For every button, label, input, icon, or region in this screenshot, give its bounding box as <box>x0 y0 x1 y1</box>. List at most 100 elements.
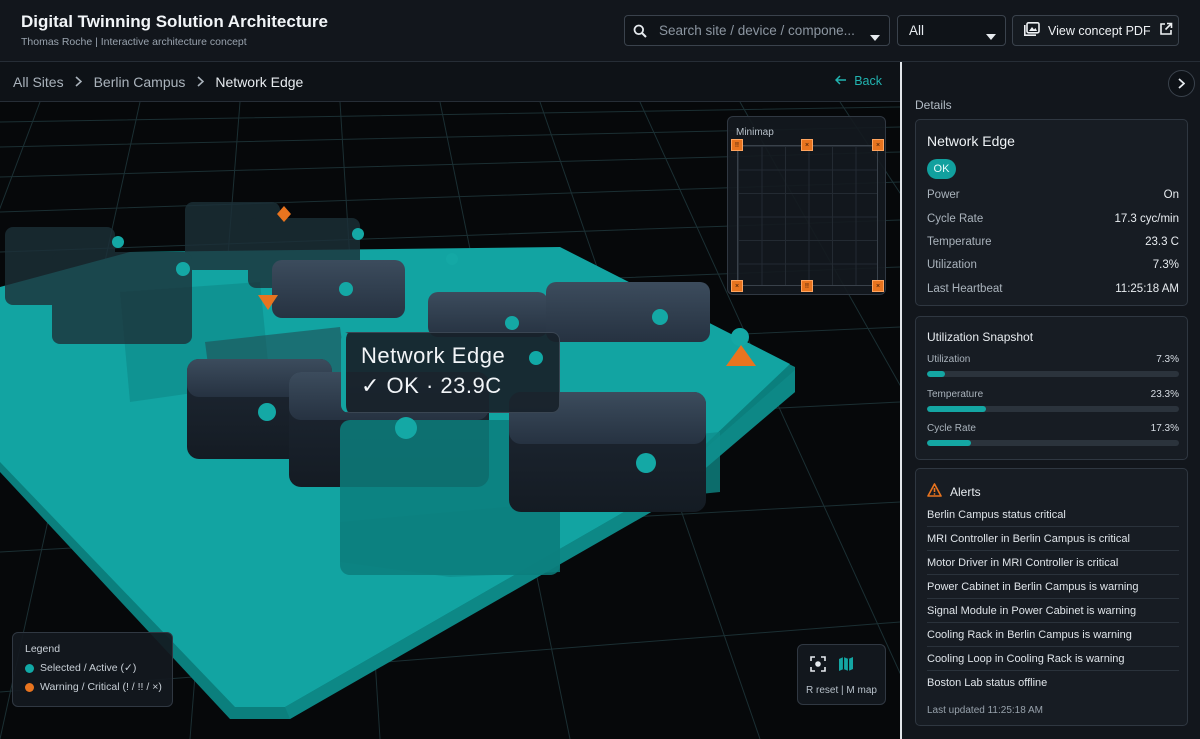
tooltip-status: ✓ OK · 23.9C <box>361 373 502 398</box>
detail-key: Last Heartbeat <box>927 283 1003 295</box>
reset-view-icon[interactable] <box>809 655 827 673</box>
metric-label: Utilization <box>927 354 971 365</box>
progress-fill <box>927 371 946 377</box>
alerts-card: Alerts Berlin Campus status critical MRI… <box>915 468 1188 726</box>
app-subtitle: Thomas Roche | Interactive architecture … <box>21 36 247 48</box>
minimap-field <box>737 145 878 286</box>
minimap-node[interactable]: × <box>801 139 813 151</box>
detail-row: Utilization 7.3% <box>927 259 1179 271</box>
detail-value: On <box>1163 189 1179 201</box>
legend: Legend Selected / Active (✓) Warning / C… <box>12 632 173 707</box>
alert-item[interactable]: Berlin Campus status critical <box>927 503 1179 527</box>
progress-fill <box>927 406 986 412</box>
chevron-down-icon <box>986 28 996 43</box>
collapse-panel-button[interactable] <box>1168 70 1195 97</box>
progress-track <box>927 371 1179 377</box>
minimap-label: Minimap <box>736 127 774 138</box>
minimap-node[interactable]: × <box>872 280 884 292</box>
chevron-right-icon <box>1178 78 1185 89</box>
minimap-node[interactable]: !! <box>801 280 813 292</box>
warning-icon <box>927 483 942 500</box>
alert-item[interactable]: MRI Controller in Berlin Campus is criti… <box>927 527 1179 551</box>
metric-value: 23.3% <box>1150 389 1179 400</box>
search-box[interactable] <box>624 15 890 46</box>
detail-key: Cycle Rate <box>927 213 984 225</box>
node-tooltip: Network Edge ✓ OK · 23.9C <box>341 332 560 413</box>
minimap-node[interactable]: × <box>731 280 743 292</box>
chevron-right-icon <box>185 76 215 87</box>
alert-item[interactable]: Boston Lab status offline <box>927 677 1048 689</box>
alert-item[interactable]: Power Cabinet in Berlin Campus is warnin… <box>927 575 1179 599</box>
progress-fill <box>927 440 971 446</box>
breadcrumb: All Sites Berlin Campus Network Edge Bac… <box>0 62 900 102</box>
alert-item[interactable]: Cooling Loop in Cooling Rack is warning <box>927 647 1179 671</box>
detail-row: Temperature 23.3 C <box>927 236 1179 248</box>
node-title: Network Edge <box>927 133 1015 149</box>
minimap[interactable]: Minimap !! × × × !! × <box>727 116 886 295</box>
details-heading: Details <box>915 98 952 112</box>
details-panel: Details Network Edge OK Power On Cycle Ra… <box>900 62 1200 739</box>
alert-item[interactable]: Cooling Rack in Berlin Campus is warning <box>927 623 1179 647</box>
back-button[interactable]: Back <box>835 74 882 88</box>
breadcrumb-berlin-campus[interactable]: Berlin Campus <box>93 73 186 90</box>
back-label: Back <box>854 74 882 88</box>
legend-item: Warning / Critical (! / !! / ×) <box>25 681 172 693</box>
legend-label: Warning / Critical (! / !! / ×) <box>40 681 162 693</box>
metric-value: 7.3% <box>1156 354 1179 365</box>
filter-select[interactable]: All <box>897 15 1006 46</box>
metric-label: Temperature <box>927 389 984 400</box>
search-input[interactable] <box>659 23 859 38</box>
legend-swatch <box>25 663 34 673</box>
app-header: Digital Twinning Solution Architecture T… <box>0 0 1200 62</box>
utilization-title: Utilization Snapshot <box>927 330 1034 344</box>
map-icon[interactable] <box>837 655 855 673</box>
alert-item[interactable]: Motor Driver in MRI Controller is critic… <box>927 551 1179 575</box>
status-card: Network Edge OK Power On Cycle Rate 17.3 c… <box>915 119 1188 306</box>
alert-item[interactable]: Signal Module in Power Cabinet is warnin… <box>927 599 1179 623</box>
detail-row: Power On <box>927 189 1179 201</box>
detail-key: Temperature <box>927 236 992 248</box>
tooltip-title: Network Edge <box>361 343 506 368</box>
breadcrumb-all-sites[interactable]: All Sites <box>13 73 64 90</box>
alerts-header: Alerts <box>927 483 981 500</box>
metric-bar: Temperature 23.3% <box>927 389 1179 412</box>
external-link-icon <box>1159 22 1173 39</box>
last-updated: Last updated 11:25:18 AM <box>927 705 1044 716</box>
pdf-button-label: View concept PDF <box>1048 23 1151 38</box>
metric-value: 17.3% <box>1150 423 1179 434</box>
progress-track <box>927 440 1179 446</box>
minimap-node[interactable]: × <box>872 139 884 151</box>
utilization-card: Utilization Snapshot Utilization 7.3% Tem… <box>915 316 1188 460</box>
detail-value: 11:25:18 AM <box>1115 283 1179 295</box>
detail-value: 23.3 C <box>1145 236 1179 248</box>
chevron-down-icon[interactable] <box>870 28 880 46</box>
arrow-left-icon <box>835 74 847 88</box>
detail-value: 17.3 cyc/min <box>1114 213 1179 225</box>
filter-value: All <box>909 23 925 38</box>
3d-viewport[interactable]: Minimap !! × × × !! × Network Edge ✓ OK … <box>0 102 900 739</box>
pdf-icon <box>1024 22 1040 39</box>
search-icon <box>625 24 655 38</box>
detail-row: Last Heartbeat 11:25:18 AM <box>927 283 1179 295</box>
detail-key: Power <box>927 189 960 201</box>
view-controls: R reset | M map <box>797 644 886 705</box>
legend-label: Selected / Active (✓) <box>40 662 137 674</box>
legend-item: Selected / Active (✓) <box>25 662 172 674</box>
minimap-node[interactable]: !! <box>731 139 743 151</box>
alert-list: Berlin Campus status critical MRI Contro… <box>927 503 1179 695</box>
view-pdf-button[interactable]: View concept PDF <box>1012 15 1179 46</box>
app-title: Digital Twinning Solution Architecture <box>21 12 328 31</box>
metric-bar: Utilization 7.3% <box>927 354 1179 377</box>
progress-track <box>927 406 1179 412</box>
alerts-title: Alerts <box>950 484 981 499</box>
detail-value: 7.3% <box>1152 259 1179 271</box>
detail-row: Cycle Rate 17.3 cyc/min <box>927 213 1179 225</box>
status-badge: OK <box>927 159 956 179</box>
breadcrumb-current: Network Edge <box>215 73 304 90</box>
legend-swatch <box>25 682 34 692</box>
controls-hint: R reset | M map <box>806 685 877 696</box>
chevron-right-icon <box>64 76 94 87</box>
detail-key: Utilization <box>927 259 977 271</box>
legend-title: Legend <box>25 643 61 655</box>
